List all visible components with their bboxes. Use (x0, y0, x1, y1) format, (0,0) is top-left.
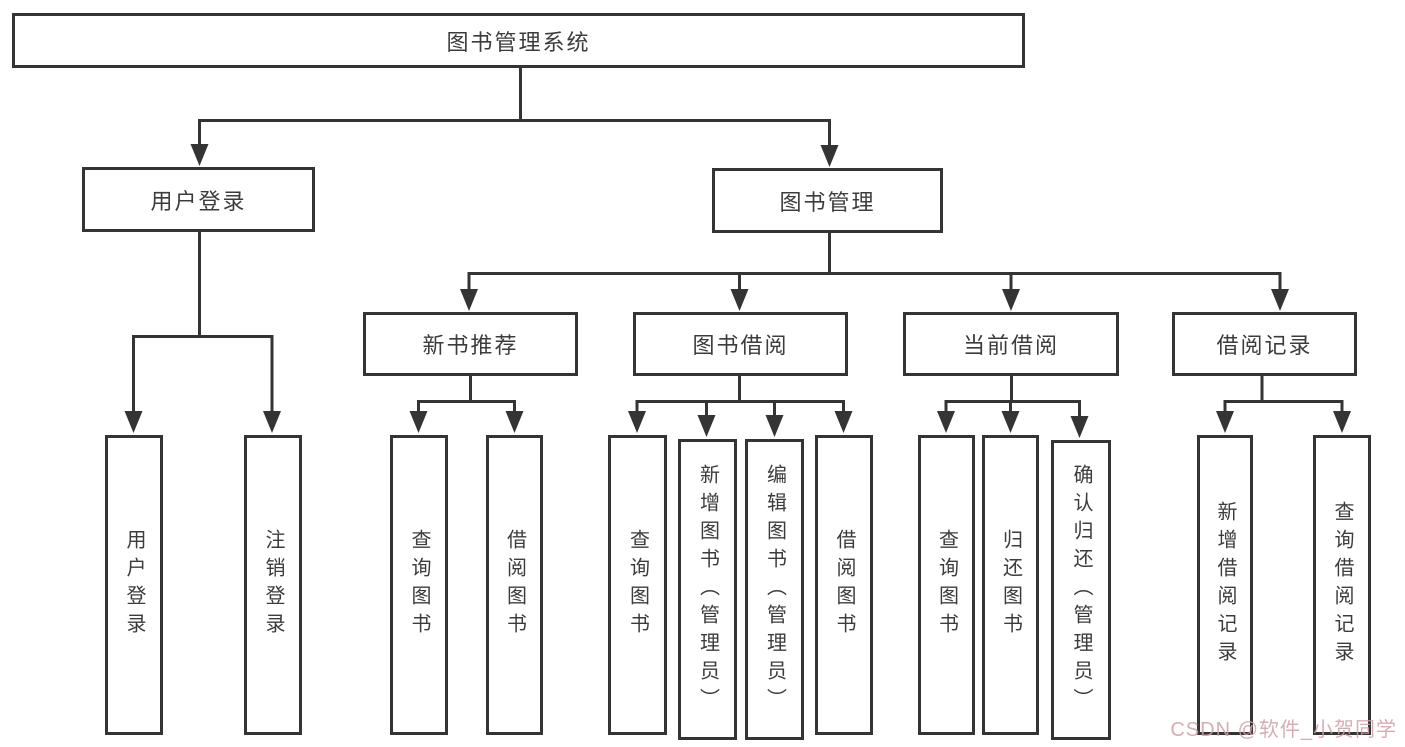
node-library-system: 图书管理系统 (12, 13, 1025, 68)
leaf-query-books-recommend: 查询图书 (390, 435, 448, 735)
leaf-borrow-books-label: 借阅图书 (833, 529, 855, 641)
leaf-query-books-current: 查询图书 (918, 435, 975, 735)
node-borrowing-records-label: 借阅记录 (1216, 333, 1313, 358)
leaf-edit-book-admin: 编辑图书（管理员） (745, 439, 804, 740)
leaf-user-login: 用户登录 (105, 435, 163, 735)
node-book-borrowing: 图书借阅 (633, 312, 848, 376)
leaf-query-books-borrow: 查询图书 (608, 435, 667, 735)
node-new-book-recommendation-label: 新书推荐 (422, 333, 519, 358)
leaf-borrow-books-recommend: 借阅图书 (486, 435, 543, 735)
node-user-login-label: 用户登录 (150, 188, 247, 214)
leaf-borrow-books-recommend-label: 借阅图书 (503, 529, 526, 641)
node-new-book-recommendation: 新书推荐 (363, 312, 578, 376)
node-book-borrowing-label: 图书借阅 (692, 333, 789, 358)
leaf-query-books-recommend-label: 查询图书 (408, 529, 430, 641)
leaf-add-borrow-record: 新增借阅记录 (1197, 435, 1253, 735)
leaf-add-borrow-record-label: 新增借阅记录 (1214, 501, 1236, 669)
node-book-management: 图书管理 (712, 168, 943, 233)
leaf-return-books-label: 归还图书 (999, 529, 1022, 641)
node-book-management-label: 图书管理 (779, 189, 876, 215)
leaf-query-books-current-label: 查询图书 (935, 529, 958, 641)
node-user-login: 用户登录 (82, 167, 315, 232)
leaf-add-book-admin: 新增图书（管理员） (678, 439, 737, 740)
leaf-confirm-return-admin-label: 确认归还（管理员） (1070, 464, 1092, 716)
leaf-return-books: 归还图书 (982, 435, 1039, 735)
leaf-confirm-return-admin: 确认归还（管理员） (1051, 440, 1111, 740)
node-current-borrowing-label: 当前借阅 (962, 333, 1059, 358)
leaf-user-login-label: 用户登录 (123, 529, 145, 641)
node-library-system-label: 图书管理系统 (446, 29, 591, 55)
leaf-edit-book-admin-label: 编辑图书（管理员） (763, 463, 786, 716)
leaf-logout-login-label: 注销登录 (262, 529, 284, 641)
leaf-logout-login: 注销登录 (244, 435, 302, 735)
leaf-add-book-admin-label: 新增图书（管理员） (696, 463, 719, 716)
node-current-borrowing: 当前借阅 (903, 312, 1119, 376)
leaf-borrow-books: 借阅图书 (815, 435, 873, 735)
leaf-query-books-borrow-label: 查询图书 (626, 529, 649, 641)
leaf-query-borrow-record: 查询借阅记录 (1313, 435, 1371, 735)
csdn-watermark: CSDN @软件_小贺同学 (1170, 719, 1397, 741)
node-borrowing-records: 借阅记录 (1172, 312, 1357, 376)
leaf-query-borrow-record-label: 查询借阅记录 (1331, 501, 1353, 669)
